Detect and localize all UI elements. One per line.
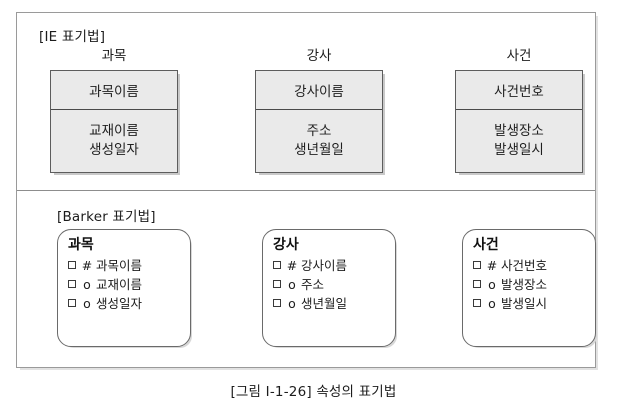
barker-attribute-row: # 강사이름 (273, 256, 395, 275)
barker-attribute-label: 강사이름 (301, 258, 348, 273)
attribute-square-icon (473, 261, 481, 269)
attribute-marker-optional-icon: o (288, 277, 296, 292)
ie-primary-key-compartment: 강사이름 (256, 71, 382, 110)
barker-entity-box: 사건 # 사건번호 o 발생장소 o 발생일시 (462, 229, 596, 347)
barker-attribute-row: o 생성일자 (68, 294, 190, 313)
ie-attribute-label: 주소 (306, 123, 332, 139)
ie-entity-box: 강사이름 주소 생년월일 (255, 70, 383, 173)
ie-primary-key-label: 사건번호 (494, 84, 544, 100)
ie-primary-key-compartment: 과목이름 (51, 71, 177, 110)
section-ie-notation: [IE 표기법] 과목 과목이름 교재이름 생성일자 강사 (17, 13, 595, 191)
ie-entity-columns: 과목 과목이름 교재이름 생성일자 강사 강사이름 (17, 13, 595, 190)
barker-attribute-label: 과목이름 (96, 258, 143, 273)
attribute-square-icon (273, 299, 281, 307)
barker-attribute-label: 생년월일 (301, 296, 348, 311)
attribute-marker-optional-icon: o (488, 296, 496, 311)
attribute-square-icon (68, 280, 76, 288)
ie-attribute-label: 발생장소 (494, 123, 544, 139)
barker-attribute-row: o 생년월일 (273, 294, 395, 313)
attribute-marker-optional-icon: o (83, 296, 91, 311)
barker-entity-name-label: 사건 (473, 237, 499, 253)
ie-entity-과목: 과목 과목이름 교재이름 생성일자 (29, 47, 199, 173)
attribute-marker-optional-icon: o (83, 277, 91, 292)
attribute-marker-optional-icon: o (288, 296, 296, 311)
barker-attribute-label: 발생일시 (501, 296, 548, 311)
ie-primary-key-label: 강사이름 (294, 84, 344, 100)
ie-attribute-label: 교재이름 (89, 123, 139, 139)
barker-attribute-row: # 과목이름 (68, 256, 190, 275)
barker-entity-name-label: 강사 (273, 237, 299, 253)
ie-entity-name-label: 과목 (101, 48, 127, 64)
ie-primary-key-label: 과목이름 (89, 84, 139, 100)
figure-frame: [IE 표기법] 과목 과목이름 교재이름 생성일자 강사 (16, 12, 596, 368)
attribute-square-icon (68, 261, 76, 269)
barker-attribute-row: o 교재이름 (68, 275, 190, 294)
ie-attribute-label: 생년월일 (294, 142, 344, 158)
barker-attribute-label: 사건번호 (501, 258, 548, 273)
attribute-square-icon (68, 299, 76, 307)
barker-entity-columns: 과목 # 과목이름 o 교재이름 o 생성일자 (17, 191, 596, 369)
attribute-marker-mandatory-icon: # (81, 258, 93, 273)
attribute-square-icon (273, 280, 281, 288)
barker-entity-강사: 강사 # 강사이름 o 주소 o 생년월일 (234, 229, 404, 347)
ie-attribute-compartment: 교재이름 생성일자 (51, 110, 177, 172)
ie-entity-box: 과목이름 교재이름 생성일자 (50, 70, 178, 173)
attribute-square-icon (473, 299, 481, 307)
ie-attribute-compartment: 주소 생년월일 (256, 110, 382, 172)
ie-entity-name-label: 사건 (506, 48, 532, 64)
barker-entity-box: 강사 # 강사이름 o 주소 o 생년월일 (262, 229, 396, 347)
ie-entity-강사: 강사 강사이름 주소 생년월일 (234, 47, 404, 173)
barker-entity-사건: 사건 # 사건번호 o 발생장소 o 발생일시 (434, 229, 604, 347)
attribute-square-icon (273, 261, 281, 269)
ie-attribute-label: 생성일자 (89, 142, 139, 158)
attribute-square-icon (473, 280, 481, 288)
barker-entity-box: 과목 # 과목이름 o 교재이름 o 생성일자 (57, 229, 191, 347)
ie-entity-box: 사건번호 발생장소 발생일시 (455, 70, 583, 173)
section-label-ie: [IE 표기법] (39, 29, 106, 45)
barker-entity-과목: 과목 # 과목이름 o 교재이름 o 생성일자 (29, 229, 199, 347)
attribute-marker-mandatory-icon: # (286, 258, 298, 273)
barker-attribute-label: 생성일자 (96, 296, 143, 311)
barker-entity-name-label: 과목 (68, 237, 94, 253)
barker-attribute-label: 발생장소 (501, 277, 548, 292)
ie-entity-사건: 사건 사건번호 발생장소 발생일시 (434, 47, 604, 173)
barker-attribute-label: 주소 (301, 277, 325, 292)
ie-primary-key-compartment: 사건번호 (456, 71, 582, 110)
barker-attribute-row: o 주소 (273, 275, 395, 294)
section-barker-notation: [Barker 표기법] 과목 # 과목이름 o 교재이름 (17, 191, 596, 369)
attribute-marker-mandatory-icon: # (486, 258, 498, 273)
figure-caption: [그림 Ⅰ-1-26] 속성의 표기법 (230, 384, 397, 400)
ie-entity-name-label: 강사 (306, 48, 332, 64)
ie-attribute-label: 발생일시 (494, 142, 544, 158)
barker-attribute-row: # 사건번호 (473, 256, 595, 275)
barker-attribute-row: o 발생일시 (473, 294, 595, 313)
barker-attribute-row: o 발생장소 (473, 275, 595, 294)
ie-attribute-compartment: 발생장소 발생일시 (456, 110, 582, 172)
section-label-barker: [Barker 표기법] (57, 209, 156, 225)
barker-attribute-label: 교재이름 (96, 277, 143, 292)
attribute-marker-optional-icon: o (488, 277, 496, 292)
